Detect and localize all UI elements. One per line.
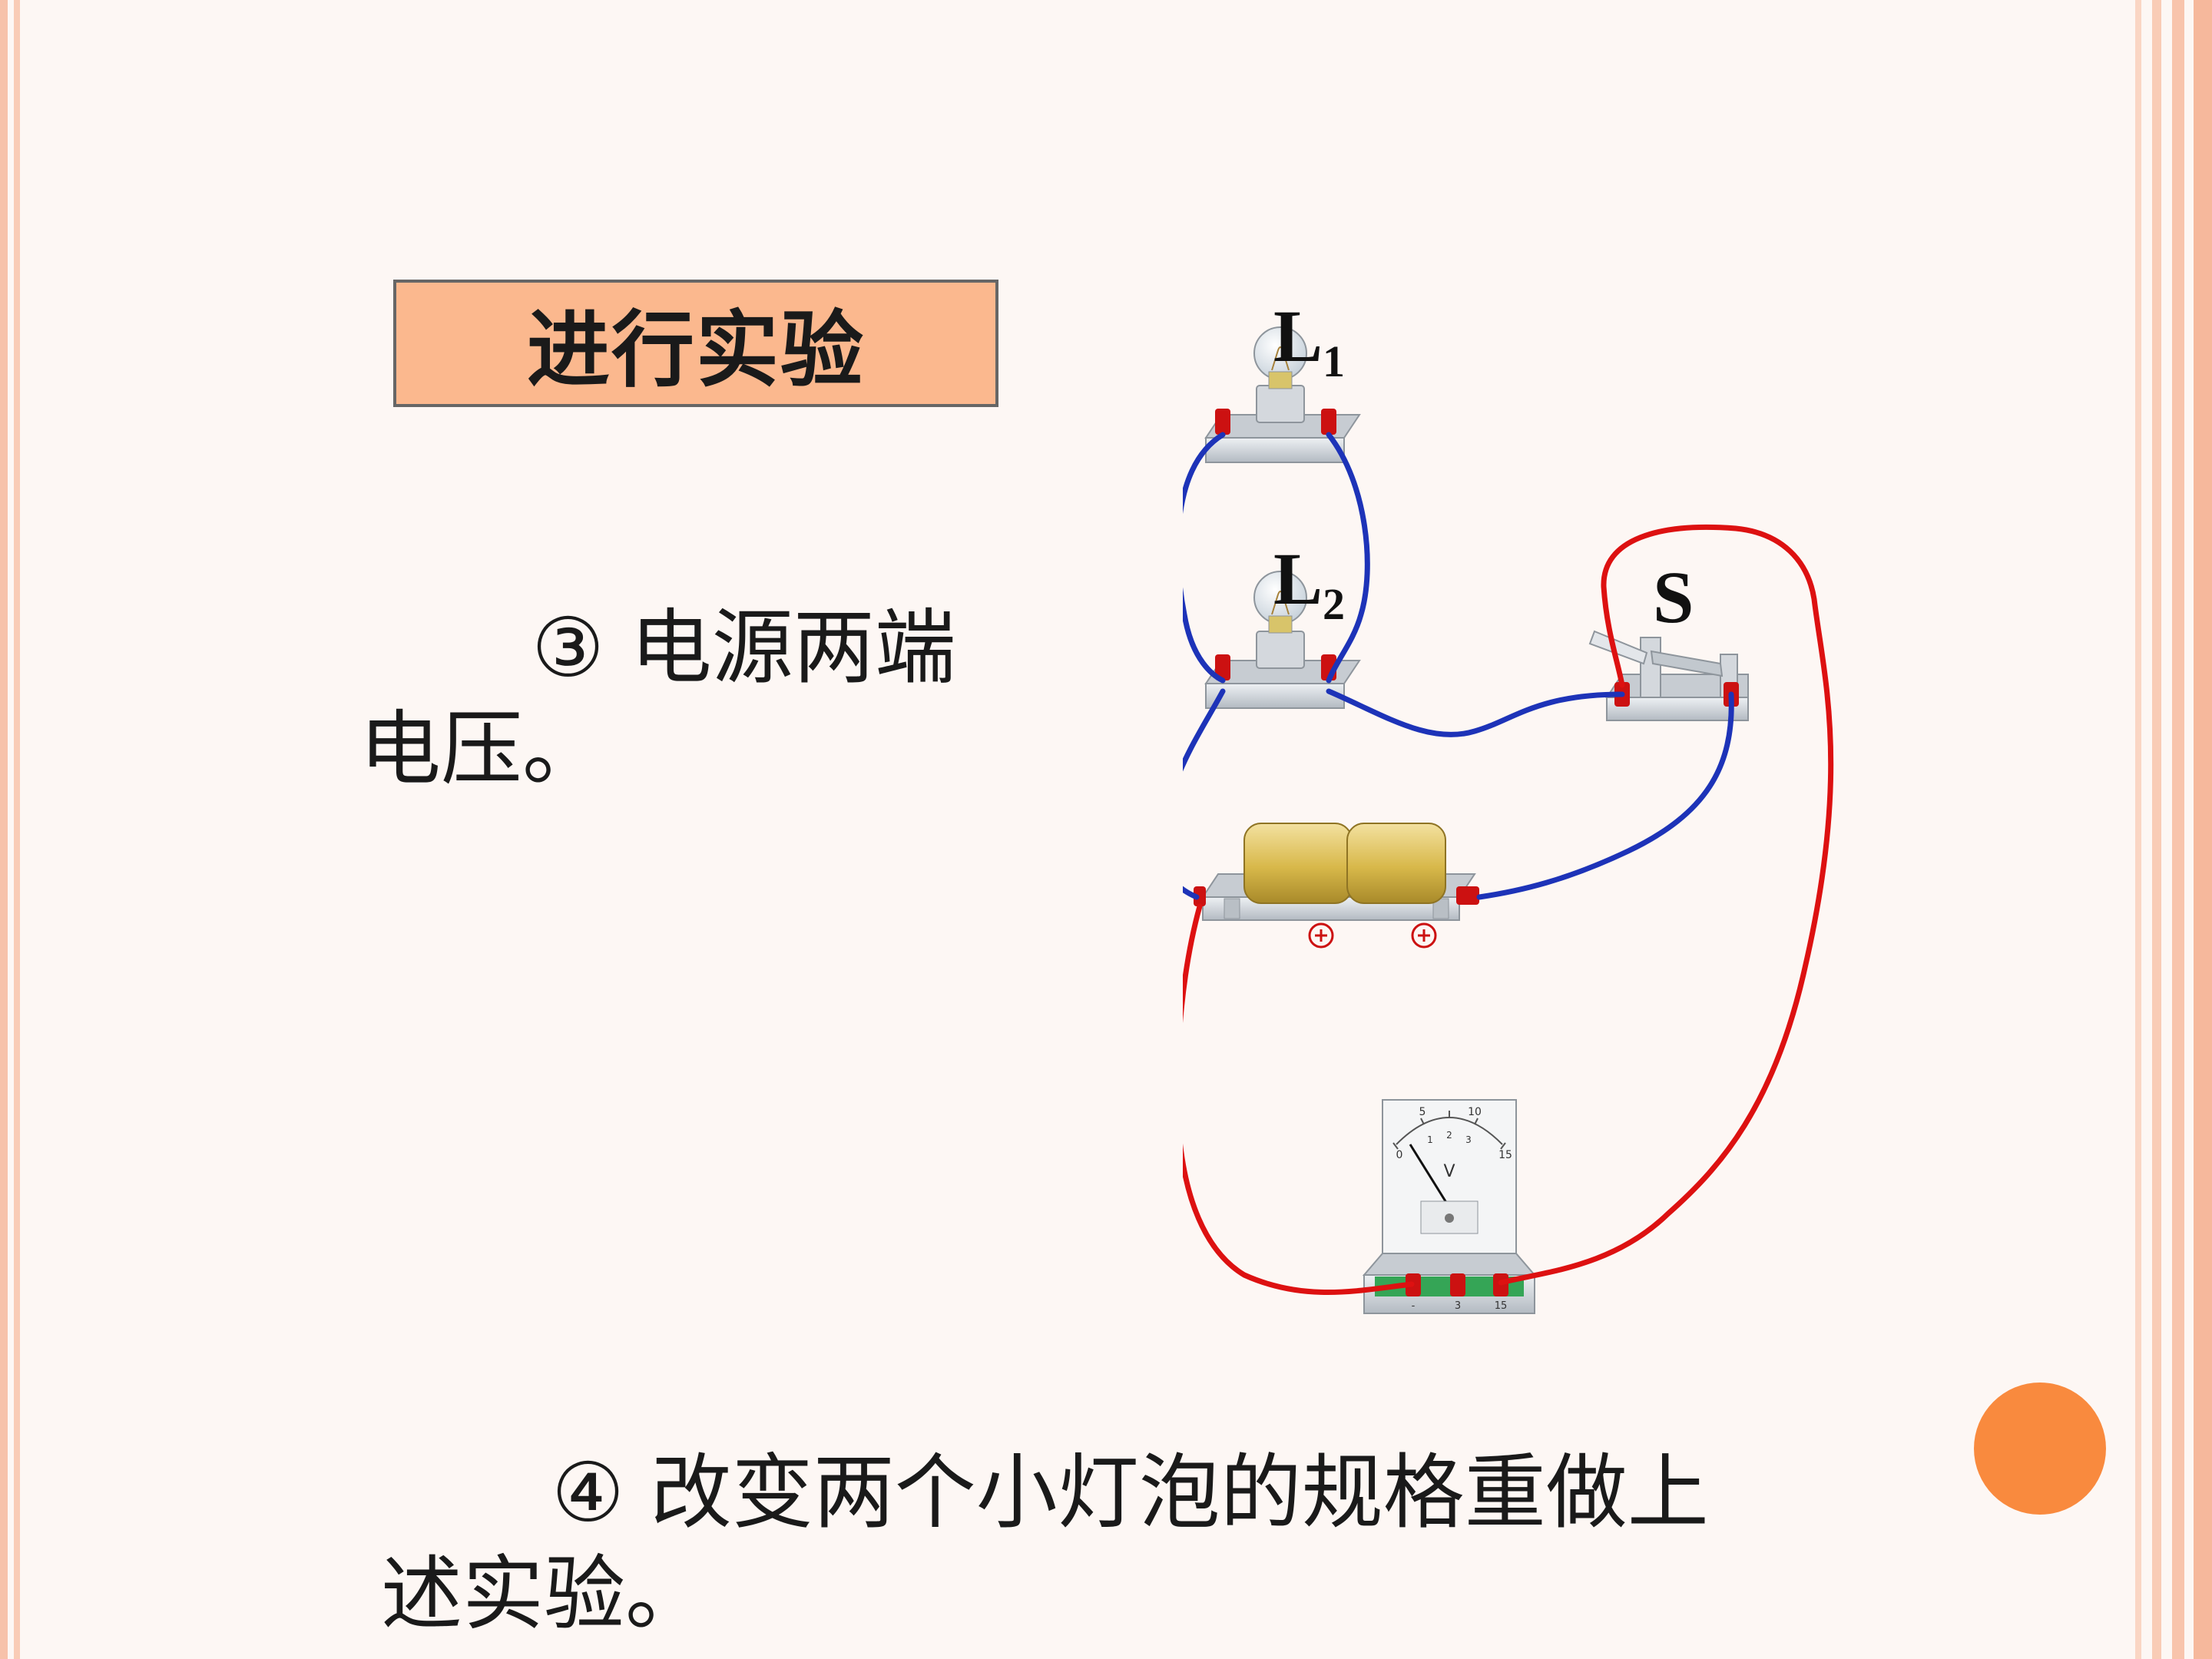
voltmeter-tick-15: 15 <box>1498 1149 1512 1161</box>
switch-handle <box>1588 630 1648 665</box>
voltmeter <box>1362 1099 1537 1314</box>
step3-text-line2: 电压。 <box>359 702 604 796</box>
voltmeter-terminal-label-15: 15 <box>1495 1300 1508 1312</box>
voltmeter-inner-tick-2: 2 <box>1446 1130 1452 1141</box>
voltmeter-tick-5: 5 <box>1419 1106 1426 1118</box>
voltmeter-inner-tick-3: 3 <box>1465 1134 1472 1145</box>
label-switch-s: S <box>1653 556 1694 638</box>
voltmeter-unit-label: V <box>1443 1162 1455 1181</box>
step4-text-line2: 述实验。 <box>381 1547 707 1641</box>
step4-text-line1: ④ 改变两个小灯泡的规格重做上 <box>551 1445 1709 1540</box>
blue-wire-l1-l2-left <box>1183 432 1226 684</box>
step3-text-line1: ③ 电源两端 <box>531 601 956 695</box>
circuit-diagram: L1 L2 S V 0 5 10 15 1 2 3 - 3 15 <box>1183 295 1834 1314</box>
battery-pack <box>1201 823 1476 921</box>
voltmeter-terminal-label-neg: - <box>1412 1300 1416 1312</box>
voltmeter-terminal-label-3: 3 <box>1455 1300 1461 1312</box>
voltmeter-needle <box>1409 1144 1451 1208</box>
battery-cell-1 <box>1243 823 1353 904</box>
lamp-l2 <box>1204 571 1361 709</box>
plus-sign-cell-2-icon <box>1411 922 1437 949</box>
lamp-l1-left-terminal <box>1215 409 1230 435</box>
battery-left-terminal <box>1194 886 1206 906</box>
switch-s <box>1588 630 1749 721</box>
blue-wire-l1-l2-right <box>1326 432 1370 684</box>
battery-right-terminal <box>1456 886 1479 905</box>
blue-wire-l2-battery <box>1183 688 1226 900</box>
lamp-l2-left-terminal <box>1215 654 1230 680</box>
lamp-l1 <box>1204 326 1361 463</box>
label-l2: L2 <box>1273 538 1345 629</box>
lamp-l1-right-terminal <box>1321 409 1336 435</box>
plus-sign-cell-1-icon <box>1308 922 1334 949</box>
blue-wire-l2-switch <box>1326 688 1625 737</box>
voltmeter-tick-0: 0 <box>1396 1149 1403 1161</box>
red-wire-battery-voltmeter <box>1183 903 1415 1295</box>
right-border <box>2112 0 2212 1659</box>
voltmeter-inner-tick-1: 1 <box>1427 1134 1433 1145</box>
voltmeter-scale-arc <box>1396 1117 1503 1145</box>
red-wire-switch-voltmeter <box>1498 524 1834 1286</box>
section-title: 进行实验 <box>526 303 865 399</box>
blue-wire-switch-battery <box>1476 691 1734 900</box>
battery-cell-2 <box>1346 823 1446 904</box>
voltmeter-3v-terminal <box>1450 1273 1465 1296</box>
section-title-box: 进行实验 <box>393 280 998 407</box>
decorative-orange-dot <box>1974 1382 2106 1515</box>
left-border <box>0 0 31 1659</box>
label-l1: L1 <box>1273 295 1345 386</box>
switch-blade <box>1650 650 1724 677</box>
voltmeter-tick-10: 10 <box>1468 1106 1482 1118</box>
